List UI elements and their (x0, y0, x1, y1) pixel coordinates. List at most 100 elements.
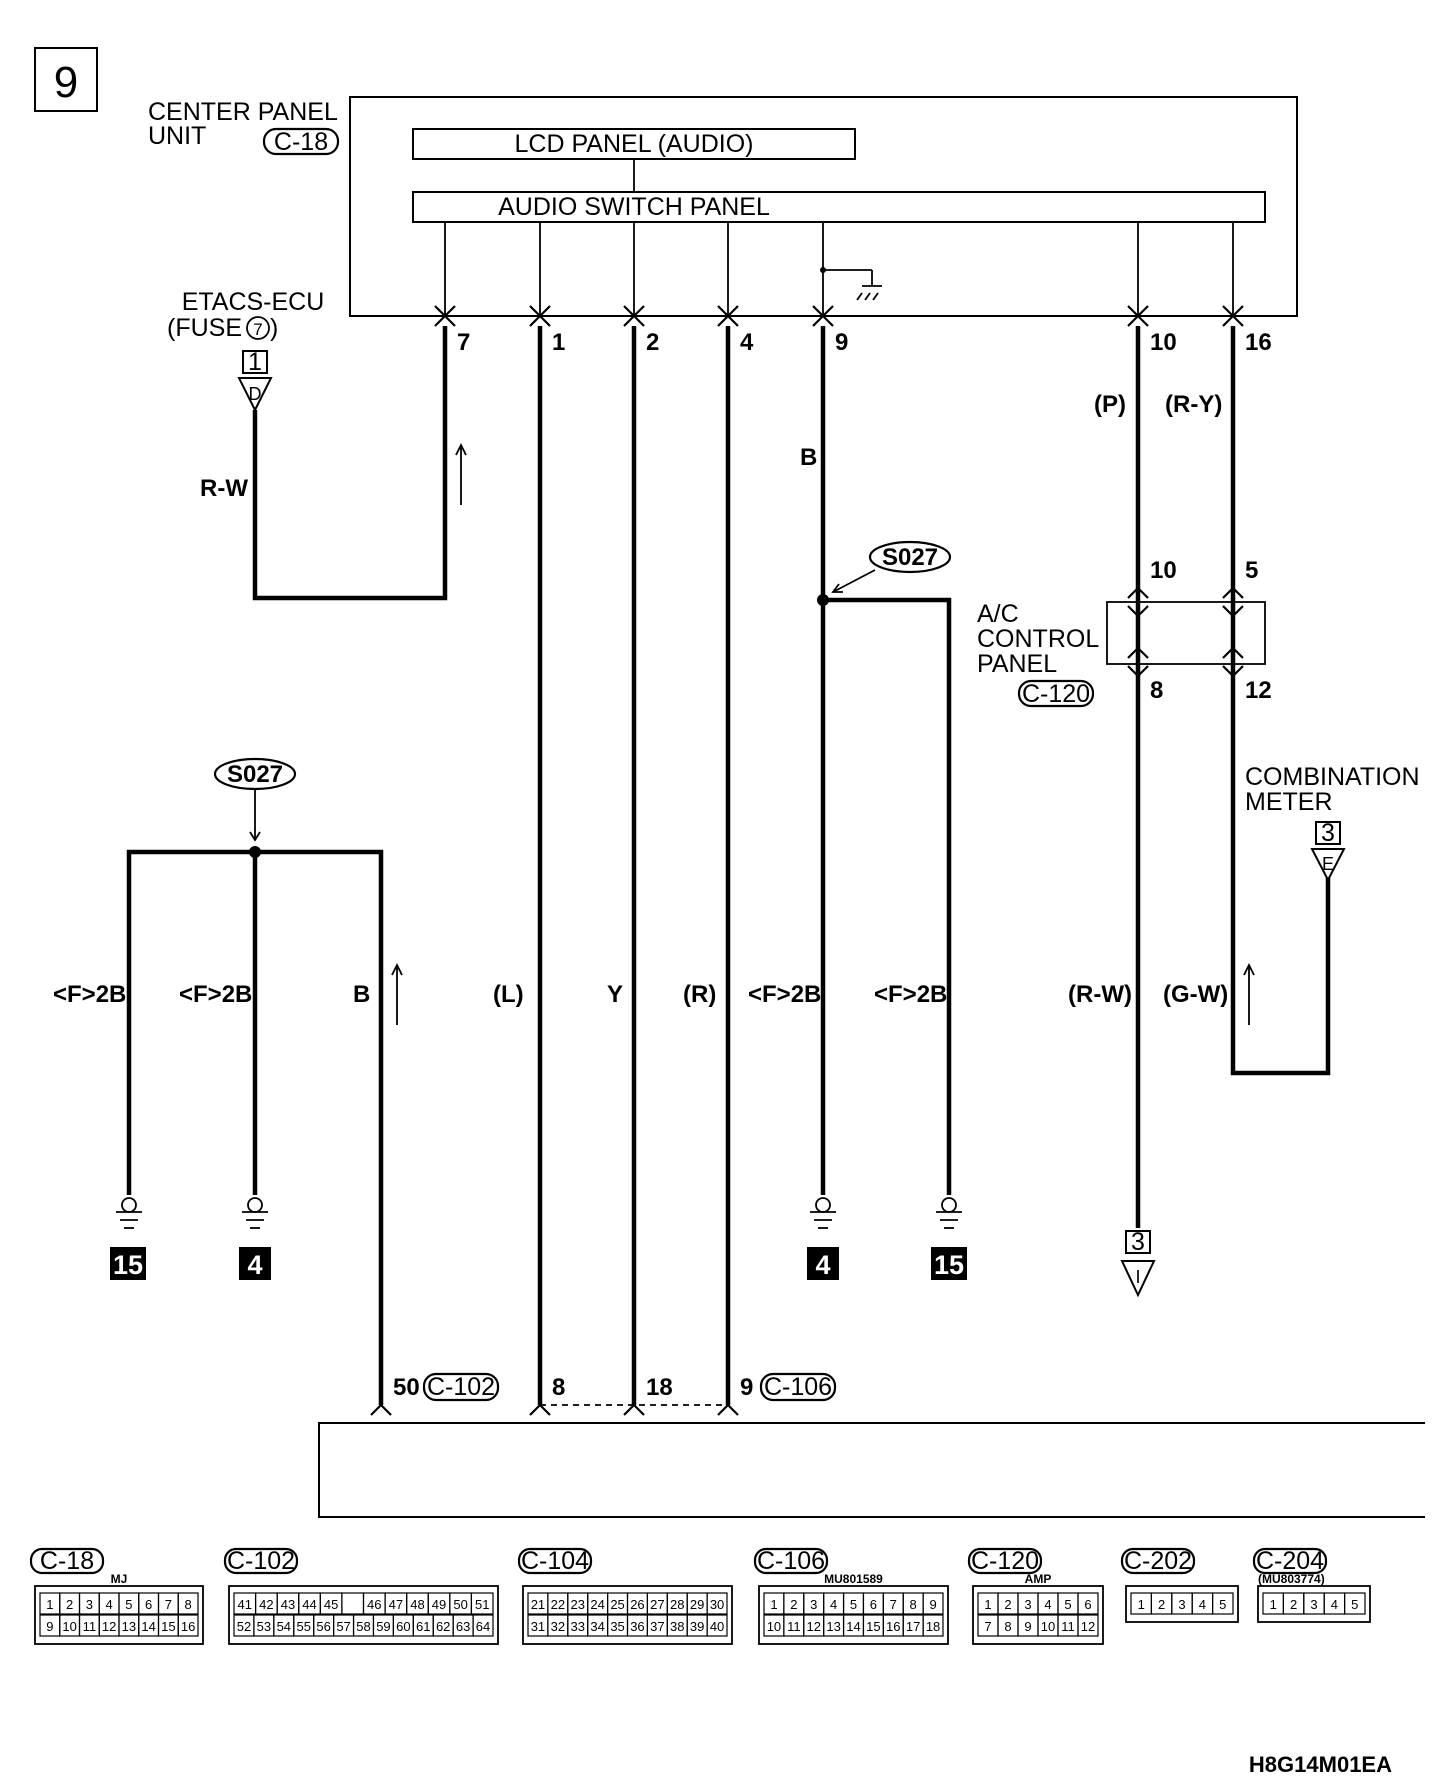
connector-c102-label: C-102 (427, 1373, 495, 1401)
audio-switch-panel-label: AUDIO SWITCH PANEL (498, 193, 770, 221)
wire-label-mid-2: <F>2B (874, 981, 947, 1008)
pin-2: 2 (646, 329, 659, 356)
legend-pin-number: 9 (929, 1597, 936, 1612)
wire-label-pin16: (R-Y) (1165, 391, 1222, 418)
legend-connector-header: (MU803774) (1258, 1572, 1325, 1586)
legend-pin-number: 10 (62, 1619, 76, 1634)
wire-label-pin2: Y (607, 981, 623, 1008)
legend-pin-cell (706, 1614, 728, 1637)
wire-label-left-1: <F>2B (53, 981, 126, 1008)
wires (126, 326, 1331, 1405)
legend-pin-number: 14 (141, 1619, 155, 1634)
connector-c120-oval (1017, 679, 1095, 708)
legend-pin-number: 17 (906, 1619, 920, 1634)
legend-pin-number: 5 (1351, 1597, 1358, 1612)
lower-component-box (318, 1422, 1425, 1518)
legend-pin-number: 11 (1061, 1619, 1075, 1634)
legend-pin-cell (922, 1614, 944, 1637)
legend-pin-number: 40 (710, 1619, 724, 1634)
legend-pin-number: 6 (870, 1597, 877, 1612)
etacs-ref-letter: D (249, 384, 262, 404)
legend-pin-cell (472, 1614, 494, 1637)
legend-connector-name: C-18 (40, 1547, 94, 1575)
ground-symbols (110, 1197, 967, 1280)
splice-upper-label: S027 (882, 544, 938, 571)
legend-pin-number: 32 (551, 1619, 565, 1634)
legend-connector-housing (758, 1585, 949, 1645)
legend-connector-name: C-104 (521, 1547, 589, 1575)
legend-pin-cell (177, 1614, 199, 1637)
legend-pin-number: 2 (1004, 1597, 1011, 1612)
legend-pin-number: 9 (1024, 1619, 1031, 1634)
wire-label-pin4: (R) (683, 981, 716, 1008)
fuse-circle (246, 316, 270, 340)
legend-pin-number: 12 (806, 1619, 820, 1634)
legend-pin-number: 51 (475, 1597, 489, 1612)
legend-pin-number: 63 (456, 1619, 470, 1634)
legend-pin-number: 16 (886, 1619, 900, 1634)
legend-pin-number: 2 (790, 1597, 797, 1612)
legend-connector-housing (228, 1585, 499, 1645)
connector-c18-oval (262, 127, 340, 156)
legend-pin-number: 61 (416, 1619, 430, 1634)
legend-connector-housing (1125, 1585, 1239, 1623)
legend-pin-number: 1 (1138, 1597, 1145, 1612)
wire-label-left-2: <F>2B (179, 981, 252, 1008)
wire-label-left-3: B (353, 981, 370, 1008)
legend-connector-housing (1257, 1585, 1371, 1623)
pin-10: 10 (1150, 329, 1177, 356)
ground-15-right: 15 (934, 1250, 964, 1280)
page-number-box (34, 47, 98, 112)
legend-connector-oval (223, 1547, 299, 1575)
pin-1: 1 (552, 329, 565, 356)
legend-pin-number: 3 (1178, 1597, 1185, 1612)
legend-pin-number: 18 (926, 1619, 940, 1634)
bottom-pin-9: 9 (740, 1374, 753, 1401)
splice-lower-label: S027 (227, 761, 283, 788)
legend-pin-number: 36 (630, 1619, 644, 1634)
legend-pin-number: 42 (259, 1597, 273, 1612)
wire-label-right-1: (R-W) (1068, 981, 1132, 1008)
legend-pin-number: 6 (1084, 1597, 1091, 1612)
pin-7: 7 (457, 329, 470, 356)
legend-pin-number: 52 (237, 1619, 251, 1634)
wire-label-mid-1: <F>2B (748, 981, 821, 1008)
legend-pin-number: 12 (102, 1619, 116, 1634)
legend-pin-number: 60 (396, 1619, 410, 1634)
legend-pin-cell (1077, 1592, 1099, 1615)
legend-pin-number: 27 (650, 1597, 664, 1612)
legend-pin-number: 6 (145, 1597, 152, 1612)
legend-pin-number: 5 (1219, 1597, 1226, 1612)
legend-pin-cell (1343, 1592, 1366, 1615)
legend-pin-number: 55 (296, 1619, 310, 1634)
lcd-panel-label: LCD PANEL (AUDIO) (515, 130, 754, 158)
wire-label-r-w-etacs: R-W (200, 475, 248, 502)
ground-15-left: 15 (113, 1250, 143, 1280)
etacs-close-paren: ) (270, 314, 278, 342)
page-number: 9 (54, 58, 78, 107)
legend-pin-number: 4 (1331, 1597, 1338, 1612)
legend-pin-number: 47 (389, 1597, 403, 1612)
pin-chevrons (434, 305, 1244, 327)
pin-4: 4 (740, 329, 754, 356)
legend-pin-number: 56 (316, 1619, 330, 1634)
continuation-ref-triangle (1120, 1260, 1156, 1298)
legend-pin-number: 23 (571, 1597, 585, 1612)
legend-connector-oval (1120, 1547, 1196, 1575)
legend-connector-oval (967, 1547, 1043, 1575)
legend-pin-number: 59 (376, 1619, 390, 1634)
legend-pin-number: 12 (1081, 1619, 1095, 1634)
ac-panel-name-1: A/C (977, 600, 1019, 628)
legend-pin-number: 4 (1044, 1597, 1051, 1612)
legend-pin-number: 22 (551, 1597, 565, 1612)
legend-pin-cell (177, 1592, 199, 1615)
legend-pin-number: 39 (690, 1619, 704, 1634)
wire-label-pin9: B (800, 444, 817, 471)
meter-ref-letter: E (1322, 854, 1334, 874)
legend-pin-number: 1 (770, 1597, 777, 1612)
legend-pin-number: 9 (46, 1619, 53, 1634)
legend-pin-number: 5 (125, 1597, 132, 1612)
legend-pin-cell (470, 1592, 494, 1615)
splice-lower-oval (213, 757, 297, 791)
legend-pin-number: 64 (476, 1619, 490, 1634)
